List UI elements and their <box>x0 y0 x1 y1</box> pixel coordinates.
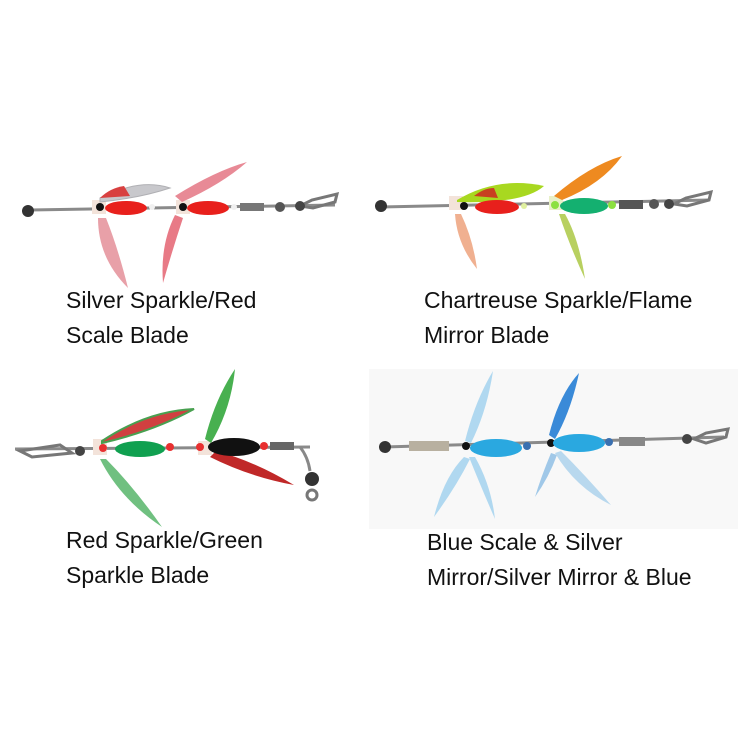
caption-line-1: Red Sparkle/Green <box>66 527 263 553</box>
lure-panel-2: Chartreuse Sparkle/Flame Mirror Blade <box>369 0 738 369</box>
caption-line-2: Mirror/Silver Mirror & Blue <box>427 564 692 590</box>
caption-line-2: Mirror Blade <box>424 322 550 348</box>
lure-image-1 <box>22 162 340 288</box>
lure-image-3 <box>14 369 319 527</box>
lure-image-4 <box>369 369 738 529</box>
lure-caption: Blue Scale & Silver Mirror/Silver Mirror… <box>427 525 692 595</box>
lure-image-2 <box>375 156 714 279</box>
lure-panel-4: Blue Scale & Silver Mirror/Silver Mirror… <box>369 369 738 738</box>
caption-line-2: Scale Blade <box>66 322 189 348</box>
lure-body-front <box>105 201 147 215</box>
caption-line-2: Sparkle Blade <box>66 562 210 588</box>
lure-caption: Red Sparkle/Green Sparkle Blade <box>66 523 263 593</box>
lure-panel-1: Silver Sparkle/Red Scale Blade <box>0 0 369 369</box>
lure-caption: Silver Sparkle/Red Scale Blade <box>66 283 256 353</box>
caption-line-1: Blue Scale & Silver <box>427 529 623 555</box>
lure-panel-3: Red Sparkle/Green Sparkle Blade <box>0 369 369 738</box>
caption-line-1: Chartreuse Sparkle/Flame <box>424 287 693 313</box>
caption-line-1: Silver Sparkle/Red <box>66 287 257 313</box>
lure-body-back <box>187 201 229 215</box>
lure-caption: Chartreuse Sparkle/Flame Mirror Blade <box>424 283 692 353</box>
